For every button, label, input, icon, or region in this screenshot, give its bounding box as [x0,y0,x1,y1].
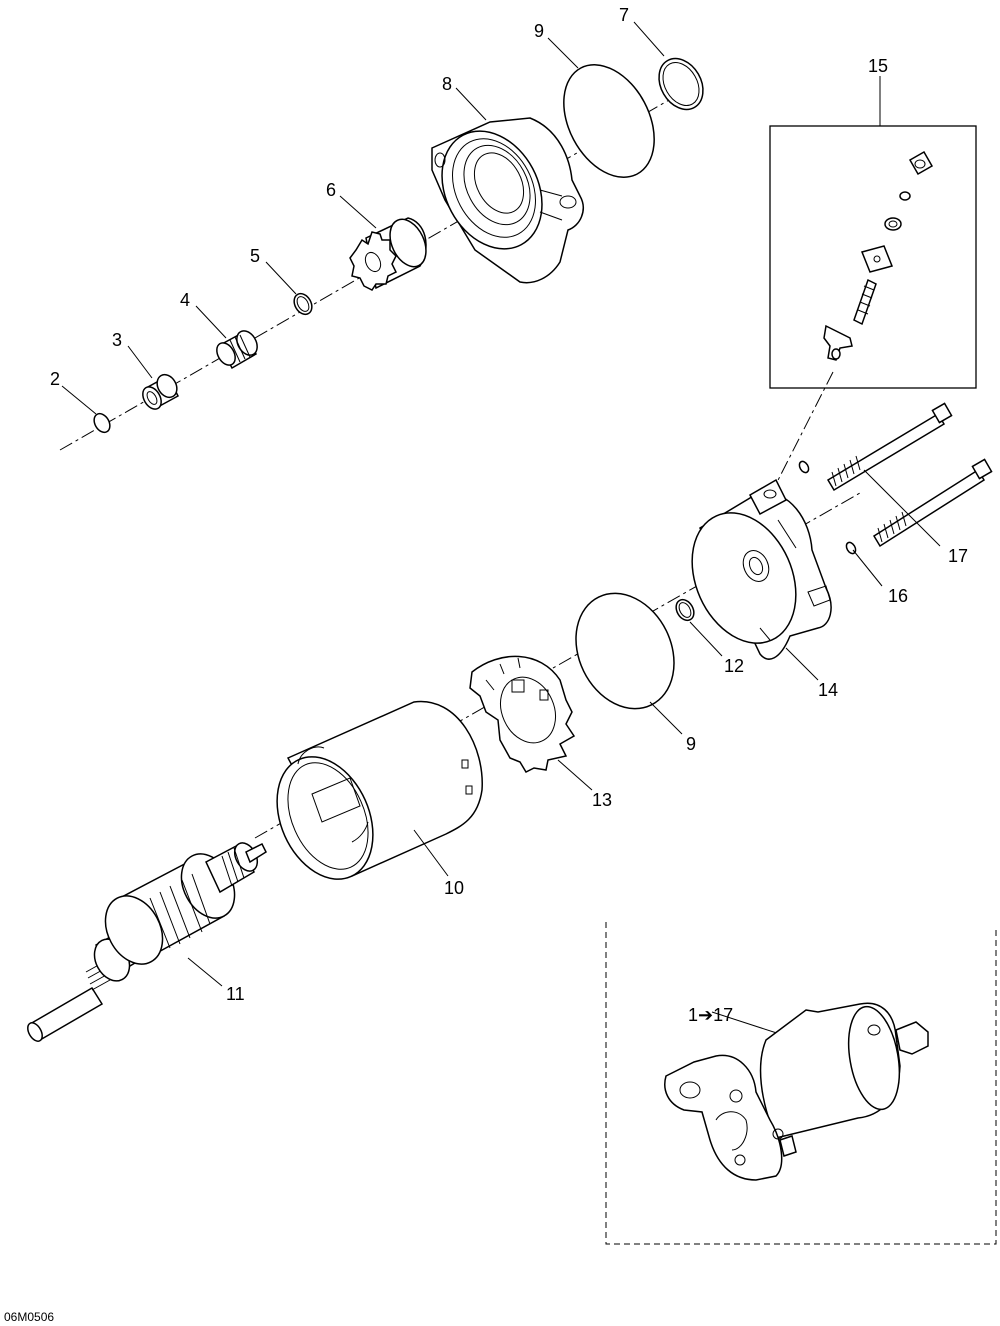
leader-7 [633,21,665,57]
part-12-ring [675,598,695,622]
part-14-end-frame [691,478,832,660]
part-9-lower-o-ring [575,592,675,710]
callout-5: 5 [250,246,260,266]
callout-14: 14 [818,680,838,700]
part-10-field-housing [276,700,483,880]
callout-8: 8 [442,74,452,94]
part-3-bushing [142,373,179,410]
part-8-drive-housing [431,117,584,284]
leader-17 [863,469,941,547]
callout-13: 13 [592,790,612,810]
part-6-drive-gear [349,217,427,291]
callout-3: 3 [112,330,122,350]
part-2-ring [93,412,111,434]
leader-6 [339,195,377,229]
callout-6: 6 [326,180,336,200]
assembled-starter-inset [605,922,997,1245]
leader-4 [195,305,227,339]
inset-frame [605,922,997,1245]
callout-2: 2 [50,369,60,389]
leader-2 [61,385,97,415]
drawing-code: 06M0506 [4,1310,54,1324]
callout-10: 10 [444,878,464,898]
leader-assembly [711,1011,787,1037]
callout-11: 11 [226,984,245,1004]
part-5-ring [293,292,313,316]
callout-17: 17 [948,546,968,566]
callout-9-upper: 9 [534,21,544,41]
part-15-terminal-kit [769,125,977,389]
leader-3 [127,345,153,379]
leader-5 [265,261,297,295]
leader-13 [557,759,593,791]
leader-9a [547,37,579,69]
leader-9b [649,701,683,735]
fastener-kit-axis [772,371,834,491]
part-4-spring [216,330,258,370]
callout-16: 16 [888,586,908,606]
part-11-armature [27,842,267,1042]
callout-9-lower: 9 [686,734,696,754]
part-9-upper-o-ring [563,64,655,178]
leader-10 [413,829,449,877]
leader-16 [852,549,883,587]
assembly-callout: 1➔17 [688,1005,733,1025]
leader-12 [689,621,723,657]
callout-7: 7 [619,5,629,25]
callout-4: 4 [180,290,190,310]
part-13-brush-plate [469,655,576,773]
leader-14 [785,647,819,681]
part-7-ring [658,57,704,111]
kit-frame [769,125,977,389]
callout-15: 15 [868,56,888,76]
part-17-through-bolts [826,402,993,548]
part-16-washers [798,460,857,555]
callout-12: 12 [724,656,744,676]
leader-11 [187,957,223,987]
leader-8 [455,87,487,121]
